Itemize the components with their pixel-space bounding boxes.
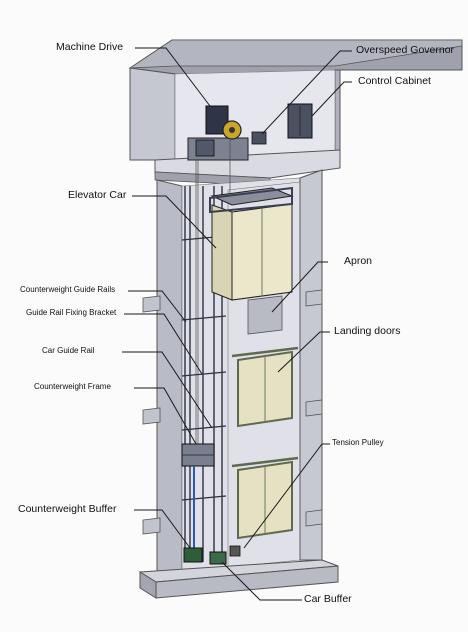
machine-drive-hub <box>229 127 235 133</box>
label-tension-pulley: Tension Pulley <box>332 438 384 447</box>
label-apron: Apron <box>344 255 373 267</box>
tension-pulley <box>229 545 241 557</box>
machine-room-left-wall <box>129 67 176 161</box>
label-car-guide-rail: Car Guide Rail <box>42 346 95 355</box>
shaft-right-wall <box>299 169 323 561</box>
car-frame-top <box>209 186 293 214</box>
label-elevator-car: Elevator Car <box>68 189 127 201</box>
machine-room-floor <box>154 149 341 179</box>
label-overspeed-governor: Overspeed Governor <box>356 44 455 56</box>
label-guide-rail-fixing-bracket: Guide Rail Fixing Bracket <box>26 308 117 317</box>
leader-lines <box>122 47 352 601</box>
hoist-ropes <box>195 140 231 450</box>
machine-room-right-wall <box>334 69 341 161</box>
label-machine-drive: Machine Drive <box>56 41 124 53</box>
car-buffer <box>209 551 227 565</box>
overspeed-governor <box>251 131 267 145</box>
label-counterweight-buffer: Counterweight Buffer <box>18 503 117 515</box>
label-car-buffer: Car Buffer <box>304 593 352 605</box>
car-side <box>211 204 233 301</box>
apron <box>247 295 283 335</box>
label-landing-doors: Landing doors <box>334 325 401 337</box>
label-control-cabinet: Control Cabinet <box>358 75 431 87</box>
machine-drive-gearbox <box>195 139 215 157</box>
landing-doors <box>231 346 299 540</box>
machine-drive-motor <box>205 105 229 135</box>
label-counterweight-frame: Counterweight Frame <box>34 382 111 391</box>
counterweight-buffer <box>183 547 203 563</box>
floor-slabs <box>142 289 323 535</box>
pit-slab-side <box>155 565 339 599</box>
label-counterweight-guide-rails: Counterweight Guide Rails <box>20 285 116 294</box>
